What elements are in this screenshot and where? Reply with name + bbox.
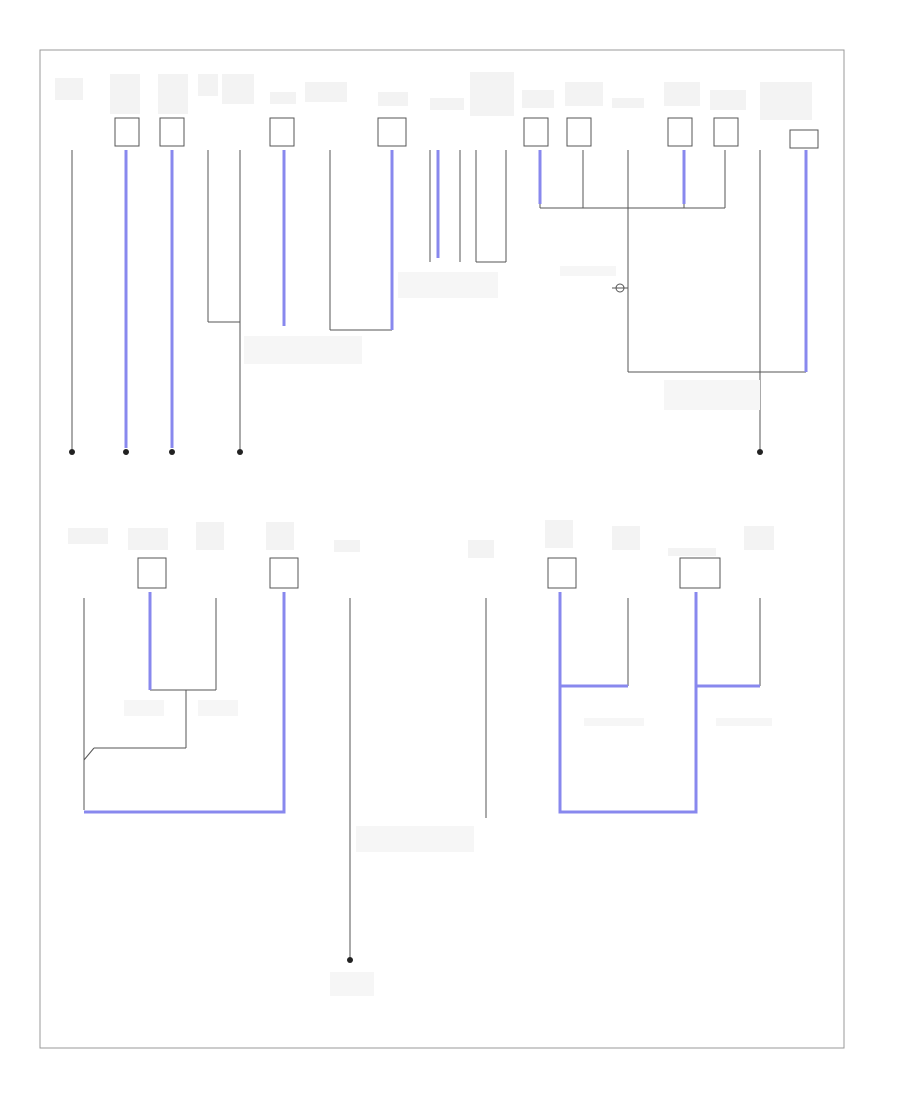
component-label-block xyxy=(545,520,573,548)
connector-block xyxy=(377,117,407,147)
note-block xyxy=(124,700,164,716)
ground-icon xyxy=(347,957,353,963)
component-label-block xyxy=(270,92,296,104)
component-label-block xyxy=(744,526,774,550)
bottom-connectors xyxy=(137,557,721,589)
component-label-block xyxy=(760,82,812,120)
bottom-plain-wires xyxy=(83,598,761,960)
ground-icon xyxy=(169,449,175,455)
connector-block xyxy=(566,117,592,147)
top-notes xyxy=(244,266,760,410)
note-block xyxy=(584,718,644,726)
component-label-block xyxy=(565,82,603,106)
connector-block xyxy=(547,557,577,589)
note-block xyxy=(560,266,616,276)
component-label-block xyxy=(378,92,408,106)
connector-block xyxy=(789,129,819,149)
ground-icon xyxy=(123,449,129,455)
top-highlight-wires xyxy=(124,150,808,448)
component-label-block xyxy=(470,72,514,116)
component-label-block xyxy=(710,90,746,110)
ground-icon xyxy=(69,449,75,455)
bottom-component-labels xyxy=(68,520,774,558)
component-label-block xyxy=(266,522,294,550)
connector-block xyxy=(269,557,299,589)
ground-icon xyxy=(237,449,243,455)
component-label-block xyxy=(198,74,218,96)
bottom-notes xyxy=(124,700,772,996)
top-inline-symbol xyxy=(612,283,628,293)
component-label-block xyxy=(55,78,83,100)
bottom-ground-points xyxy=(347,957,353,963)
component-label-block xyxy=(68,528,108,544)
component-label-block xyxy=(222,74,254,104)
component-label-block xyxy=(612,526,640,550)
note-block xyxy=(198,700,238,716)
component-label-block xyxy=(668,548,716,556)
note-block xyxy=(244,336,362,364)
top-connectors xyxy=(114,117,819,149)
top-component-labels xyxy=(55,72,812,120)
ground-icon xyxy=(757,449,763,455)
top-ground-points xyxy=(69,449,763,455)
connector-block xyxy=(667,117,693,147)
note-block xyxy=(716,718,772,726)
note-block xyxy=(356,826,474,852)
connector-block xyxy=(679,557,721,589)
component-label-block xyxy=(664,82,700,106)
connector-block xyxy=(523,117,549,147)
connector-block xyxy=(159,117,185,147)
note-block xyxy=(398,272,498,298)
component-label-block xyxy=(128,528,168,550)
component-label-block xyxy=(305,82,347,102)
component-label-block xyxy=(158,74,188,114)
connector-block xyxy=(269,117,295,147)
connector-block xyxy=(713,117,739,147)
connector-block xyxy=(137,557,167,589)
component-label-block xyxy=(468,540,494,558)
top-section xyxy=(55,72,819,455)
component-label-block xyxy=(196,522,224,550)
note-block xyxy=(664,380,760,410)
component-label-block xyxy=(334,540,360,552)
bottom-section xyxy=(68,520,774,996)
component-label-block xyxy=(612,98,644,108)
connector-block xyxy=(114,117,140,147)
diagram-frame xyxy=(39,49,845,1049)
bottom-highlight-wires xyxy=(84,592,760,814)
note-block xyxy=(330,972,374,996)
component-label-block xyxy=(522,90,554,108)
component-label-block xyxy=(430,98,464,110)
component-label-block xyxy=(110,74,140,114)
